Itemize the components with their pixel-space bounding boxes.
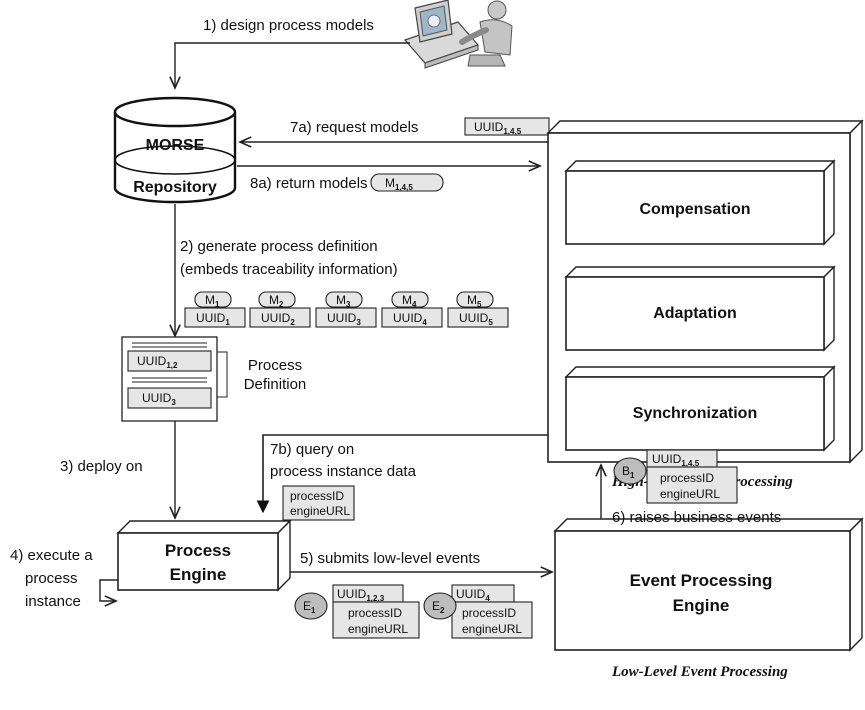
process-engine: Process Engine [116, 519, 292, 592]
edge-label-deploy: 3) deploy on [60, 458, 143, 475]
model-token: M4 UUID4 [381, 291, 443, 328]
svg-text:M1: M1 [205, 293, 220, 309]
svg-text:E2: E2 [432, 599, 445, 615]
process-engine-label-2: Engine [170, 565, 227, 584]
definition-label-2: Definition [244, 376, 307, 393]
edge-label-execute-2: process [25, 570, 78, 587]
edge-label-generate-1: 2) generate process definition [180, 238, 378, 255]
module-compensation: Compensation [564, 159, 836, 246]
svg-text:UUID1,4,5: UUID1,4,5 [474, 120, 522, 136]
arrow-design [175, 42, 410, 88]
business-event-token: UUID1,4,5 processID engineURL B1 [613, 449, 738, 504]
svg-text:UUID1,2,3: UUID1,2,3 [337, 587, 385, 603]
svg-text:engineURL: engineURL [348, 622, 408, 636]
svg-text:processID: processID [290, 489, 344, 503]
request-token: UUID1,4,5 [464, 117, 550, 136]
svg-text:engineURL: engineURL [290, 504, 350, 518]
svg-text:processID: processID [462, 606, 516, 620]
edge-label-generate-2: (embeds traceability information) [180, 261, 398, 278]
edge-label-request: 7a) request models [290, 119, 418, 136]
edge-label-query-1: 7b) query on [270, 441, 354, 458]
svg-text:B1: B1 [622, 464, 635, 480]
module-adaptation: Adaptation [564, 265, 836, 352]
svg-text:UUID3: UUID3 [327, 311, 361, 327]
edge-label-raise: 6) raises business events [612, 509, 781, 526]
low-level-caption: Low-Level Event Processing [611, 664, 788, 680]
morse-repository: MORSE Repository [113, 96, 237, 204]
svg-text:UUID2: UUID2 [261, 311, 295, 327]
repository-label-1: MORSE [146, 137, 205, 154]
svg-text:UUID4: UUID4 [393, 311, 427, 327]
svg-text:processID: processID [348, 606, 402, 620]
svg-text:UUID5: UUID5 [459, 311, 493, 327]
module-label-compensation: Compensation [639, 201, 750, 218]
svg-text:M5: M5 [467, 293, 482, 309]
module-label-synchronization: Synchronization [633, 405, 757, 422]
edge-label-submit: 5) submits low-level events [300, 550, 480, 567]
repository-label-2: Repository [133, 179, 217, 196]
process-engine-label-1: Process [165, 541, 231, 560]
model-token: M2 UUID2 [249, 291, 311, 328]
designer-icon [403, 0, 513, 69]
edge-label-return: 8a) return models [250, 175, 368, 192]
event-engine-label-2: Engine [673, 596, 730, 615]
svg-text:engineURL: engineURL [462, 622, 522, 636]
module-synchronization: Synchronization [564, 365, 836, 452]
event-token: UUID4 processID engineURL E2 [423, 584, 533, 639]
svg-text:UUID1,2: UUID1,2 [137, 354, 178, 370]
query-token: processID engineURL [282, 485, 355, 521]
event-token: UUID1,2,3 processID engineURL E1 [294, 584, 420, 639]
model-token: M1 UUID1 [184, 291, 246, 328]
definition-label-1: Process [248, 357, 302, 374]
return-token: M1,4,5 [370, 173, 444, 192]
definition-bracket [217, 351, 228, 398]
edge-label-design: 1) design process models [203, 17, 374, 34]
svg-text:M4: M4 [402, 293, 417, 309]
arrow-execute [99, 579, 118, 601]
svg-text:M1,4,5: M1,4,5 [385, 176, 413, 192]
event-engine-label-1: Event Processing [630, 571, 773, 590]
arrow-query [256, 434, 548, 514]
svg-text:M3: M3 [336, 293, 351, 309]
svg-text:M2: M2 [269, 293, 284, 309]
event-processing-engine: Event Processing Engine [553, 517, 864, 652]
module-label-adaptation: Adaptation [653, 305, 737, 322]
svg-text:UUID4: UUID4 [456, 587, 490, 603]
process-definition: UUID1,2 UUID3 [121, 336, 218, 422]
svg-text:E1: E1 [303, 599, 316, 615]
edge-label-query-2: process instance data [270, 463, 417, 480]
svg-text:UUID3: UUID3 [142, 391, 176, 407]
edge-label-execute-3: instance [25, 593, 81, 610]
edge-label-execute-1: 4) execute a [10, 547, 93, 564]
svg-text:UUID1,4,5: UUID1,4,5 [652, 452, 700, 468]
model-token: M5 UUID5 [447, 291, 509, 328]
svg-text:UUID1: UUID1 [196, 311, 230, 327]
model-token: M3 UUID3 [315, 291, 377, 328]
svg-text:engineURL: engineURL [660, 487, 720, 501]
svg-text:processID: processID [660, 471, 714, 485]
